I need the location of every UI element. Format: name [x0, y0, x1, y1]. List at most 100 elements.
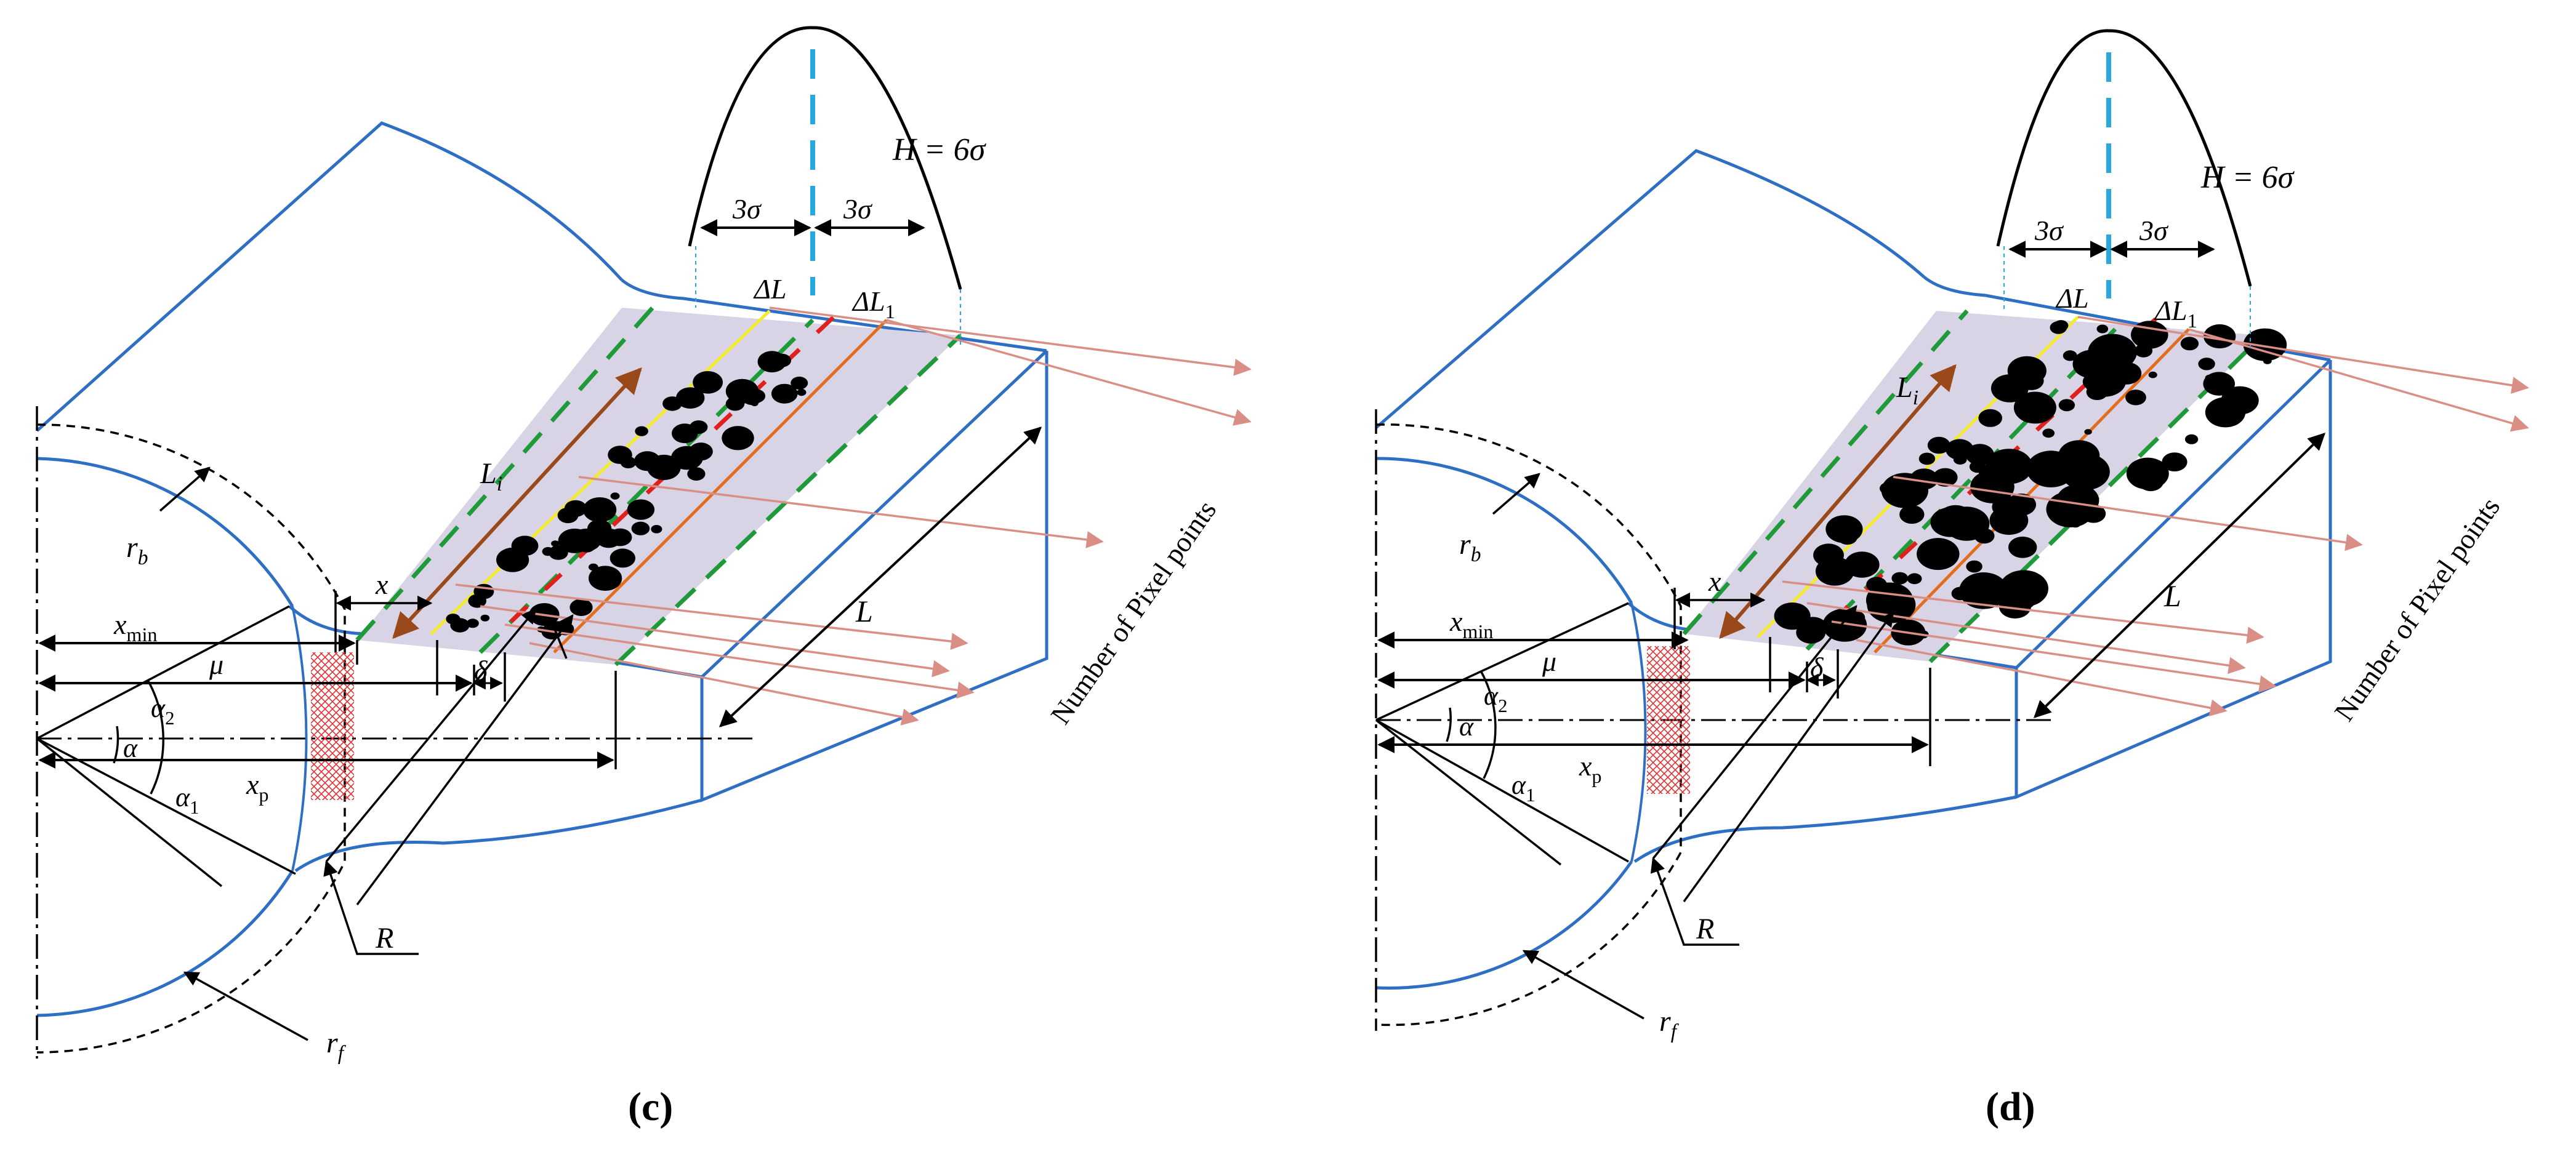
label-rb-d: rb: [1459, 528, 1481, 566]
pore: [2008, 536, 2037, 558]
pore: [1837, 529, 1858, 545]
label-rf-d: rf: [1659, 1005, 1680, 1043]
label-Li-c: Li: [480, 457, 502, 495]
label-Li-d: Li: [1896, 371, 1918, 409]
panel-c: H = 6σ 3σ 3σ ΔL ΔL1 Li L x xmin μ δ xp α…: [36, 26, 1252, 1129]
pore: [558, 528, 591, 553]
pore: [631, 521, 650, 535]
pore: [687, 467, 706, 481]
pore: [725, 378, 759, 404]
caption-c: (c): [628, 1084, 673, 1129]
pore: [1866, 577, 1887, 593]
label-3sigma-right-d: 3σ: [2139, 215, 2169, 246]
label-deltaL1-c: ΔL1: [851, 286, 895, 322]
pore: [608, 446, 632, 464]
pore: [2061, 453, 2110, 490]
pore: [1798, 617, 1827, 639]
bore-arc-c: [36, 457, 294, 607]
label-rf-c: rf: [326, 1027, 347, 1065]
label-L-d: L: [2163, 578, 2181, 613]
pore: [2204, 324, 2236, 349]
label-deltaL1-d: ΔL1: [2154, 295, 2197, 332]
pore: [791, 376, 808, 390]
pore: [751, 401, 759, 407]
pore: [1944, 506, 1990, 541]
pore: [676, 387, 705, 409]
pore: [2046, 491, 2095, 527]
pore: [589, 566, 622, 591]
pore: [689, 442, 713, 461]
pore: [773, 353, 791, 367]
pore: [635, 426, 648, 436]
pore: [2203, 372, 2235, 396]
label-mu-d: μ: [1542, 646, 1556, 677]
label-delta-c: δ: [474, 655, 488, 686]
pore: [634, 451, 661, 471]
pore: [2019, 371, 2044, 390]
pore: [466, 619, 479, 628]
pore: [564, 500, 587, 517]
label-mu-c: μ: [209, 649, 223, 680]
pore: [2118, 361, 2132, 372]
label-L-c: L: [855, 594, 873, 628]
pore: [1959, 572, 2008, 609]
label-deltaL-c: ΔL: [753, 273, 787, 305]
label-H-d: H = 6σ: [2200, 160, 2295, 195]
label-alpha-d: α: [1459, 711, 1474, 742]
label-delta-d: δ: [1810, 652, 1824, 683]
pore: [651, 525, 662, 534]
pore: [2180, 337, 2199, 351]
pore: [583, 497, 617, 522]
pore: [1969, 460, 1986, 473]
pore: [2134, 343, 2153, 358]
pore: [2148, 371, 2157, 378]
pore: [2084, 429, 2092, 435]
pore: [1927, 436, 1950, 454]
pore: [1879, 482, 1896, 495]
pore: [2096, 324, 2109, 334]
panel-d: H = 6σ 3σ 3σ ΔL ΔL1 Li L x xmin μ δ xp α…: [1375, 29, 2529, 1129]
pore: [797, 388, 807, 396]
caption-d: (d): [1986, 1084, 2035, 1129]
pore: [570, 599, 593, 616]
pore: [610, 492, 620, 500]
pore: [771, 383, 798, 404]
pore: [608, 576, 618, 584]
label-rb-c: rb: [126, 531, 148, 569]
pore: [627, 499, 655, 520]
label-alpha2-c: α2: [151, 693, 175, 729]
pore: [2138, 472, 2164, 492]
label-xmin-d: xmin: [1449, 606, 1494, 643]
label-xp-c: xp: [246, 769, 269, 806]
gaussian-curve-c: [688, 26, 962, 290]
pore: [446, 614, 461, 625]
pore: [1844, 551, 1880, 578]
label-R-c: R: [375, 922, 393, 955]
pore: [2058, 399, 2075, 412]
pore: [693, 371, 723, 394]
label-3sigma-right-c: 3σ: [843, 193, 873, 225]
top-edge-c: [36, 121, 623, 432]
pore: [2086, 383, 2108, 401]
pore: [1933, 468, 1958, 487]
pore: [2072, 350, 2111, 378]
label-x-d: x: [1708, 566, 1721, 597]
pore: [2184, 434, 2199, 444]
pore: [1953, 454, 1967, 465]
pore: [2243, 328, 2287, 361]
pore: [2205, 397, 2246, 428]
pore: [542, 546, 554, 556]
label-3sigma-left-d: 3σ: [2034, 215, 2064, 246]
pore: [1907, 573, 1922, 585]
pore: [2042, 428, 2055, 438]
pore: [1998, 594, 2031, 619]
pore: [511, 535, 539, 556]
pore: [1985, 449, 2033, 484]
pore: [722, 426, 754, 450]
label-deltaL-d: ΔL: [2055, 282, 2089, 314]
pore: [2013, 391, 2056, 424]
pixel-axis-label-c: Number of Pixel points: [1044, 495, 1222, 730]
pore: [2125, 390, 2146, 406]
label-xp-d: xp: [1579, 750, 1602, 787]
